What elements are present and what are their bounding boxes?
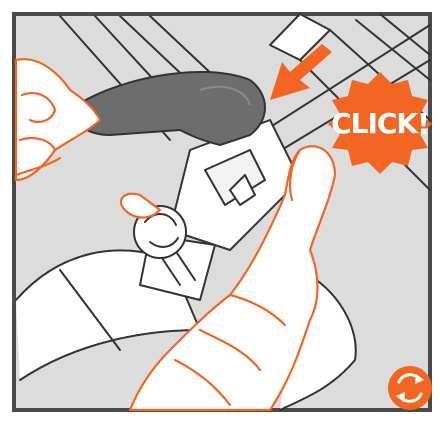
click-callout: CLICK! — [331, 107, 429, 140]
rotate-icon — [388, 366, 432, 410]
